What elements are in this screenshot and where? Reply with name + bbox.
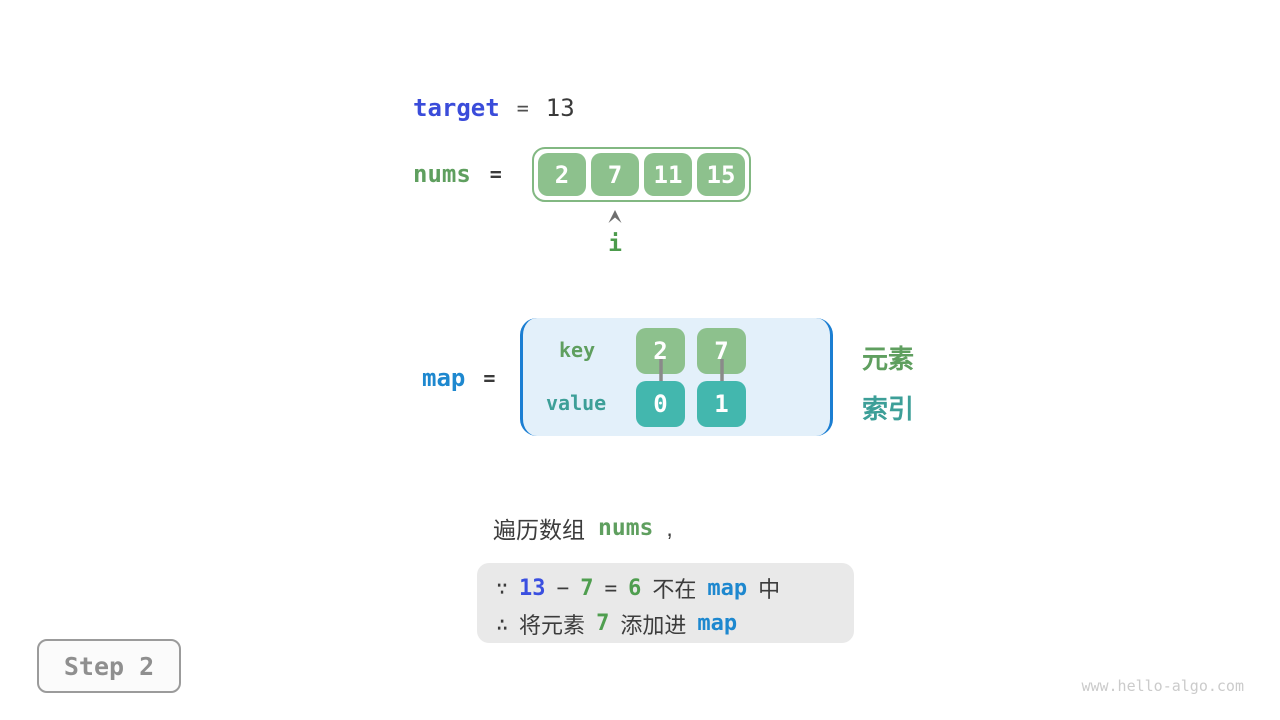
array-cell-0: 2 — [538, 153, 586, 196]
watermark: www.hello-algo.com — [1081, 677, 1244, 695]
note-code-map-2: map — [697, 611, 738, 637]
map-line: map = — [422, 363, 495, 393]
note-minuend: 13 — [519, 575, 546, 601]
note-line-1: ∵ 13 − 7 = 6 不在 map 中 — [496, 572, 854, 604]
caption-code-nums: nums — [598, 515, 654, 541]
caption-line: 遍历数组 nums , — [493, 514, 673, 544]
note-minus: − — [556, 576, 570, 601]
therefore-symbol: ∴ — [496, 611, 509, 636]
pointer-i-label: i — [608, 231, 622, 257]
target-line: target = 13 — [413, 93, 575, 123]
caption-prefix: 遍历数组 — [493, 517, 585, 543]
target-equals: = — [516, 96, 529, 120]
note-equals: = — [604, 576, 618, 601]
map-key-label: key — [559, 338, 596, 362]
target-value: 13 — [545, 94, 575, 122]
note-code-map-1: map — [707, 575, 748, 601]
element-side-label: 元素 — [862, 344, 915, 374]
step-badge: Step 2 — [37, 639, 181, 693]
note-box: ∵ 13 − 7 = 6 不在 map 中 ∴ 将元素 7 添加进 map — [477, 563, 854, 643]
nums-label: nums — [413, 160, 471, 188]
nums-line: nums = — [413, 160, 502, 188]
index-side-label: 索引 — [862, 394, 915, 424]
map-value-cell-0: 0 — [636, 381, 685, 427]
map-value-cell-1: 1 — [697, 381, 746, 427]
note-text-in: 中 — [758, 577, 781, 603]
map-value-label: value — [546, 391, 607, 415]
up-caret-icon — [607, 209, 623, 224]
note-result: 6 — [628, 575, 642, 601]
nums-equals: = — [489, 162, 502, 186]
note-text-add-mid: 添加进 — [620, 612, 687, 638]
target-label: target — [413, 94, 500, 122]
note-line-2: ∴ 将元素 7 添加进 map — [496, 608, 854, 640]
note-text-add-start: 将元素 — [519, 612, 586, 638]
caption-comma: , — [666, 514, 673, 541]
note-subtrahend: 7 — [580, 575, 594, 601]
array-cell-3: 15 — [697, 153, 745, 196]
map-label: map — [422, 364, 466, 392]
note-text-notin: 不在 — [652, 577, 697, 603]
array-cell-2: 11 — [644, 153, 692, 196]
nums-array: 2 7 11 15 — [532, 147, 751, 202]
note-num-7: 7 — [596, 611, 610, 637]
because-symbol: ∵ — [496, 576, 509, 601]
map-container: key value 2 7 0 1 — [520, 318, 833, 436]
map-equals: = — [483, 366, 496, 390]
array-cell-1: 7 — [591, 153, 639, 196]
